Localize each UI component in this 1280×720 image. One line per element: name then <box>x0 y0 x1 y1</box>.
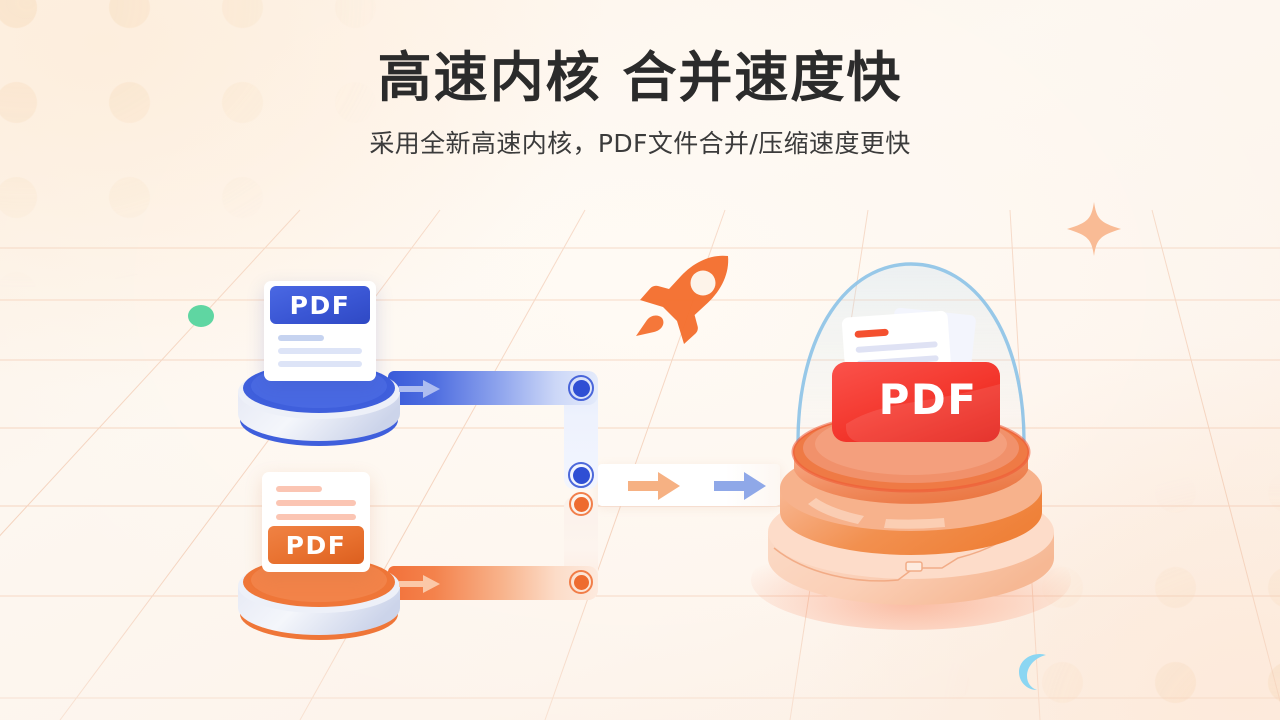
result-pdf-label-text: PDF <box>0 0 1 1</box>
merge-arrow-orange <box>628 472 680 500</box>
background-dot-pattern-top-left <box>0 0 520 390</box>
result-platform <box>751 411 1071 630</box>
moon-icon <box>1019 654 1046 690</box>
orange-doc-line-3 <box>276 514 356 520</box>
orange-source-document: PDF <box>262 472 370 572</box>
blue-doc-line-3 <box>278 361 362 367</box>
page-subtitle: 采用全新高速内核，PDF文件合并/压缩速度更快 <box>369 128 911 158</box>
page-title: 高速内核 合并速度快 <box>377 46 903 109</box>
blue-doc-line-1 <box>278 335 324 341</box>
orange-pdf-badge: PDF <box>268 526 364 564</box>
merge-arrow-blue <box>714 472 766 500</box>
orange-pipe-arrow <box>399 575 440 593</box>
node-orange-mid <box>569 492 593 516</box>
result-pdf-document: PDF <box>832 307 1000 442</box>
orange-pdf-label: PDF <box>285 530 347 560</box>
heading-block: 高速内核 合并速度快 采用全新高速内核，PDF文件合并/压缩速度更快 <box>0 46 1280 160</box>
sparkle-icon <box>1067 202 1121 256</box>
blue-pipe-arrow <box>399 380 440 398</box>
result-pdf-label: PDF <box>879 375 978 424</box>
blue-pdf-label: PDF <box>289 290 351 320</box>
node-blue-mid <box>568 462 594 488</box>
orange-doc-line-1 <box>276 486 322 492</box>
rocket-icon <box>636 255 729 344</box>
blue-doc-line-2 <box>278 348 362 354</box>
blue-pdf-badge: PDF <box>270 286 370 324</box>
blue-source-document: PDF <box>264 281 376 381</box>
green-dot <box>188 305 214 327</box>
node-blue-top <box>568 375 594 401</box>
node-orange-bottom <box>569 570 593 594</box>
orange-doc-line-2 <box>276 500 356 506</box>
